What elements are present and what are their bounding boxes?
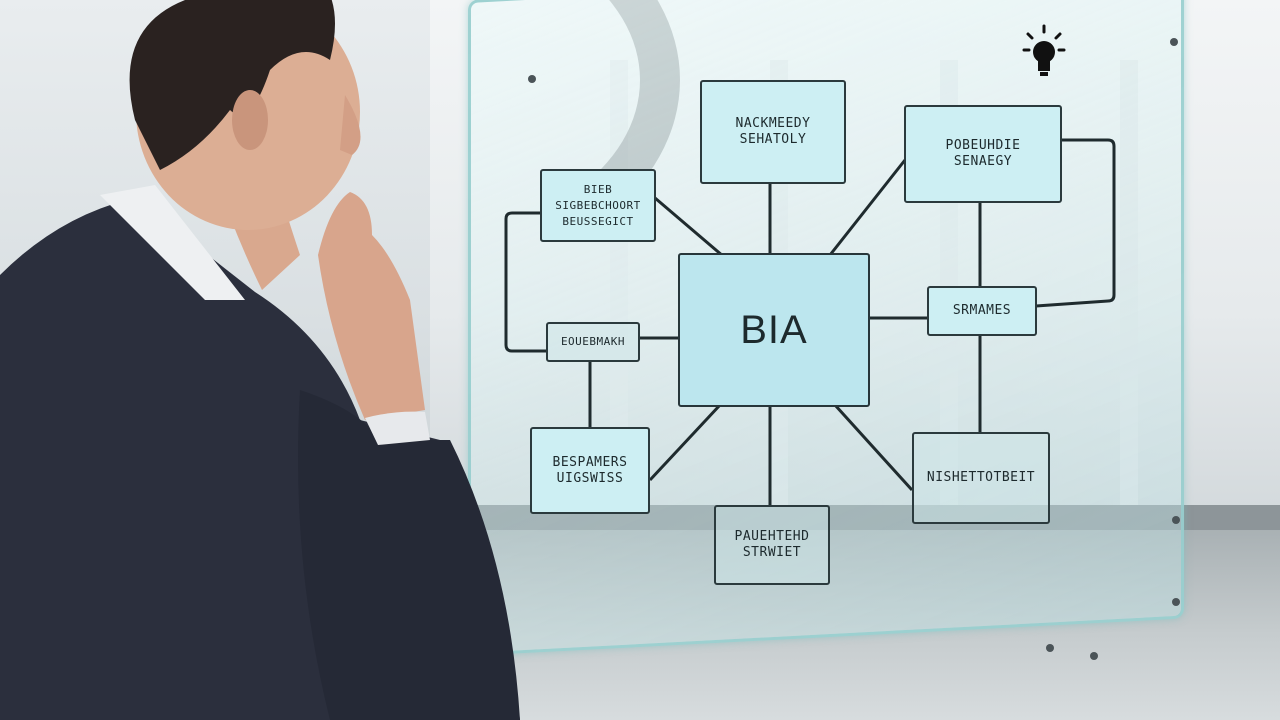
connector-line xyxy=(828,159,907,256)
hand xyxy=(318,192,425,420)
diagram-node: POBEUHDIE SENAEGY xyxy=(904,105,1062,203)
suit-sleeve xyxy=(298,390,520,720)
diagram-node: BESPAMERS UIGSWISS xyxy=(530,427,650,514)
ear xyxy=(232,90,268,150)
glass-mount-screw xyxy=(1046,644,1054,652)
diagram-node: BIEB SIGBEBCHOORT BEUSSEGICT xyxy=(540,169,656,242)
shirt-cuff xyxy=(365,411,430,445)
diagram-node: PAUEHTEHD STRWIET xyxy=(714,505,830,585)
diagram-node: SRMAMES xyxy=(927,286,1037,336)
connector-line xyxy=(833,403,914,492)
connector-line xyxy=(648,403,722,482)
hair xyxy=(129,0,335,170)
shirt-collar xyxy=(100,185,245,300)
glass-mount-screw xyxy=(1170,38,1178,46)
glass-mount-screw xyxy=(1172,516,1180,524)
glass-mount-screw xyxy=(1090,652,1098,660)
diagram-node: NACKMEEDY SEHATOLY xyxy=(700,80,846,184)
nose xyxy=(340,95,361,155)
connector-line xyxy=(1035,138,1116,308)
diagram-node: EOUEBMAKH xyxy=(546,322,640,362)
center-node-bia: BIA xyxy=(678,253,870,407)
connector-line xyxy=(654,196,731,264)
connector-line xyxy=(504,211,548,353)
glass-mount-screw xyxy=(528,75,536,83)
glass-mount-screw xyxy=(1172,598,1180,606)
diagram-node: NISHETTOTBEIT xyxy=(912,432,1050,524)
lightbulb-icon xyxy=(1022,24,1066,76)
businessman xyxy=(0,0,520,720)
